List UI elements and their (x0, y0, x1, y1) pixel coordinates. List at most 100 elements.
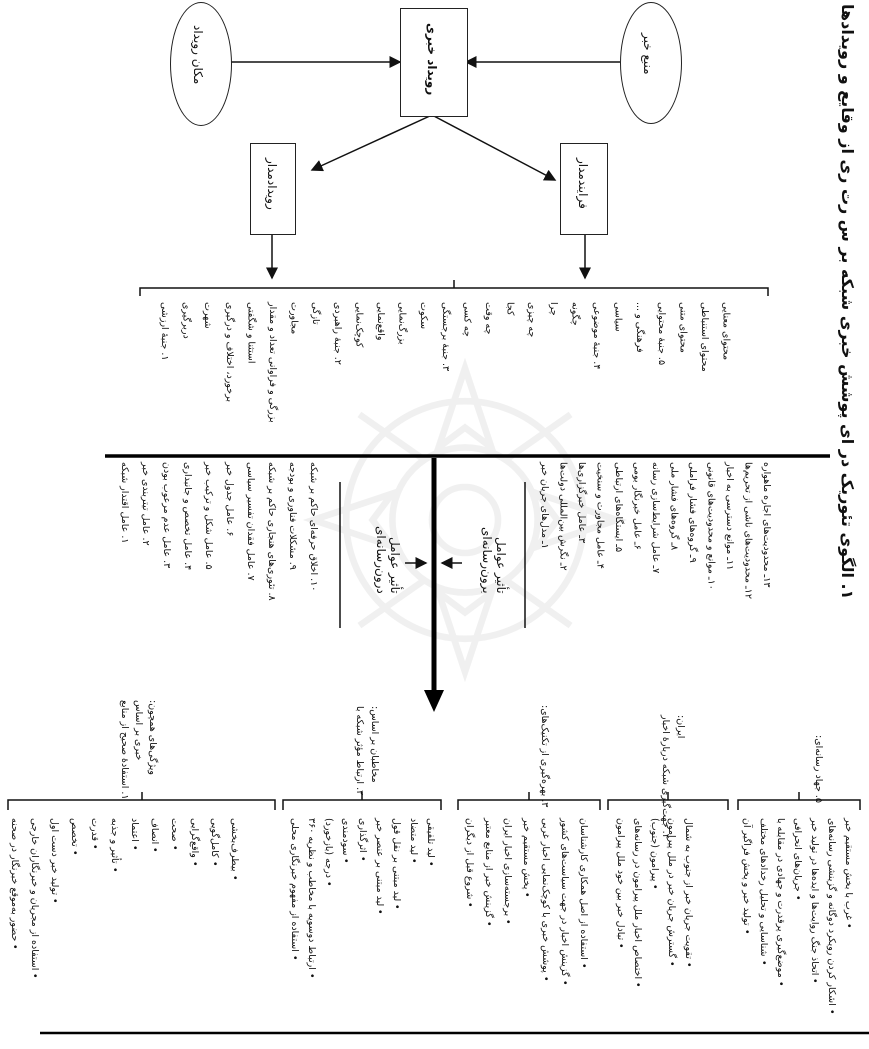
news-event-box: رویداد خبری (400, 8, 468, 117)
process-oriented-box: فرایندمدار (560, 143, 608, 235)
aspect-item: چرا (547, 302, 559, 316)
aspect-item: ۵. جنبهٔ محتوایی (655, 302, 667, 366)
strategy-bullet: تأثیر و جذبه (108, 818, 120, 872)
strategy-bullet: پیرامون (جنوب) (648, 818, 660, 890)
external-factor-item: ۹ـ گروه‌های فشار فراملی (687, 462, 698, 563)
strategy-bullet: تبادل خبر بین خود ملل پیرامون (614, 818, 626, 949)
strategy-bullet: استفاده از مجریان و خبرنگاران خارجی (28, 818, 40, 979)
event-oriented-label: رویدادمدار (265, 158, 279, 210)
internal-factor-item: ۴. عامل تخصص و جانبداری (182, 462, 193, 571)
strategy-bullet: استفاده از مفهوم خبرنگاری محلی (288, 818, 300, 960)
strategy-bullet: شروع قبل از دیگران (463, 818, 475, 908)
strategy-bullet: اختصاص اخبار ملل پیرامون در رسانه‌های (631, 818, 643, 988)
aspect-item: استثنا و شگفتی (245, 302, 257, 364)
strategy-bullet: ارتباط دوسویه با مخاطب و نظریه ۳۶۰ (305, 818, 317, 978)
external-factor-item: ۷ـ عامل شرایط‌سازی رسانه (650, 462, 661, 574)
strategy-bullet: حضور به‌موقع خبرنگار در صحنه (8, 818, 20, 950)
strategy-heading: ایران: (675, 715, 686, 739)
internal-factor-item: ۷. عامل فقدان تفسیر سیاسی (245, 462, 256, 581)
strategy-heading: مخاطبان بر اساس: (369, 706, 380, 783)
external-factors-label: تأثیر عوامل برون‌رسانه‌ای (480, 527, 508, 594)
strategy-bullet: شناسایی و تحلیل رخدادهای مختلف (757, 818, 769, 965)
external-factor-item: ۵ـ ایستگاه‌های ارتباطی (613, 462, 624, 553)
aspect-item: محتوای استنباطی (699, 302, 710, 372)
aspect-item: ۱. جنبهٔ ارزشی (159, 302, 170, 361)
strategy-bullet: بیطرف‌بخشی (228, 818, 240, 880)
aspect-item: واقع‌نمایی (375, 302, 386, 341)
aspect-item: کوچک‌نمایی (353, 302, 365, 348)
aspect-item: سکوت (418, 302, 430, 330)
watermark-emblem (302, 357, 628, 683)
aspect-item: مجاورت (288, 302, 300, 335)
strategy-bullet: برجسته‌سازی اخبار ایران (501, 818, 513, 925)
external-factor-item: ۸ـ گروه‌های فشار ملی (668, 462, 680, 551)
strategy-heading: ۲. ارتباط مؤثر شبکه با (354, 706, 365, 796)
strategy-bullet: اشکار کردن رویکرد دوگانه و گزینشی رسانه‌… (825, 818, 837, 1014)
aspect-item: دربرگیری (180, 302, 192, 339)
external-factor-item: ۶ـ عامل خبرنگار بومی (631, 462, 643, 550)
news-source-label: منبع خبر (641, 33, 655, 75)
strategy-heading: ۵. جهاد رسانه‌ای: (813, 735, 824, 804)
strategy-bullet: لید تلفیقی (424, 818, 436, 867)
strategy-bullet: صحت (168, 818, 180, 850)
aspect-item: چه چیزی (526, 302, 538, 338)
aspect-item: تازگی (310, 302, 322, 325)
aspect-item: سیاسی (612, 302, 624, 332)
internal-factor-item: ۹. مشکلات فناوری و بودجه (287, 462, 298, 570)
internal-factor-item: ۱۰. اخلاق حرفه‌ای حاکم بر شبکه (308, 462, 319, 592)
external-factor-item: ۱۳ـ محدودیت‌های اجاره ماهواره (761, 462, 772, 588)
external-factor-item: ۱۲ـ محدودیت‌های ناشی از تحریم‌ها (742, 462, 754, 599)
strategy-heading: ویژگی‌های همچون: (147, 700, 158, 775)
event-oriented-box: رویدادمدار (250, 143, 296, 235)
aspect-item: ۳. جنبهٔ برجستگی (439, 302, 451, 372)
strategy-bullet: تخصص (68, 818, 80, 855)
strategy-heading: خبری بر اساس (133, 700, 144, 761)
aspect-item: برخورد، اختلاف و درگیری (223, 302, 235, 402)
strategy-bullet: پخش مستقیم خبر (520, 818, 532, 898)
strategy-bullet: جریان‌های انحرافی (791, 818, 803, 900)
aspect-item: ۲. جنبهٔ راهبردی (331, 302, 343, 365)
aspect-item: بزرگی و فراوانی تعداد و مقدار (267, 302, 278, 423)
internal-factor-item: ۲. عامل تیتربندی خبر (140, 462, 151, 546)
strategy-bullet: اتحاذ جنگ روایت‌ها و ایده‌ها در تولید خب… (808, 818, 820, 984)
aspect-item: چه وقت (483, 302, 494, 335)
strategy-bullet: لید مبتنی بر نقل قول (390, 818, 402, 910)
strategy-bullet: گزینش اخبار در جهت سیاست‌های کشور (558, 818, 570, 985)
internal-factors-label: تأثیر عوامل درون‌رسانه‌ای (374, 526, 402, 594)
aspect-item: چه کسی (461, 302, 473, 337)
aspect-item: ۴. جنبهٔ موضوعی (591, 302, 602, 370)
strategy-bullet: قدرت (88, 818, 100, 850)
aspect-item: فرهنگی و ... (634, 302, 646, 353)
strategy-bullet: انصاف (148, 818, 160, 853)
external-factor-item: ۴ـ عامل مجاورت و سنخیت (594, 462, 606, 569)
strategy-bullet: پوشش خبری با کوچک‌نمایی اخبار غربی (539, 818, 551, 981)
strategy-bullet: لید مبتنی بر عنصر خبر (373, 818, 385, 915)
external-factors-list: ۱ـ مدل‌های جریان خبر ۲ـ نگرش بین‌المللی د… (538, 462, 788, 652)
strategy-bullet: واقع‌گرایی (188, 818, 200, 866)
aspect-item: محتوای معنایی (720, 302, 732, 361)
external-factor-item: ۱۰ـ موانع و محدودیت‌های قانونی (705, 462, 717, 590)
aspect-item: محتوای متنی (677, 302, 689, 353)
external-factor-item: ۳ـ عامل خبرگزاری‌ها (576, 462, 587, 544)
external-factor-item: ۲ـ نگرش بین‌المللی دولت‌ها (557, 462, 569, 571)
event-place-ellipse: مکان رویداد (170, 2, 232, 126)
strategy-bullet: تولید خبر و پخش فراگیر آن (740, 818, 752, 934)
news-source-ellipse: منبع خبر (620, 2, 682, 124)
news-event-label: رویداد خبری (425, 23, 439, 96)
internal-factor-item: ۱. عامل اقتدار شبکه (119, 462, 130, 544)
external-factor-item: ۱ـ مدل‌های جریان خبر (539, 462, 550, 549)
strategy-bullet: درجه (بازخورد) (322, 818, 334, 887)
strategy-bullet: تقویت جریان خبر از جنوب به شمال (682, 818, 694, 968)
internal-factor-item: ۳. عامل عدم مرعوب بودن (161, 462, 172, 569)
internal-factors-list: ۱. عامل اقتدار شبکه ۲. عامل تیتربندی خبر ۳… (118, 462, 333, 642)
strategy-bullet: کامل‌گویی (208, 818, 220, 866)
external-factor-item: ۱۱ـ موانع دسترسی به اخبار (724, 462, 735, 571)
event-place-label: مکان رویداد (191, 25, 205, 85)
strategy-bullet: غرب با بخش مستقیم خبر (842, 818, 854, 929)
strategy-heading: ۱. استفادهٔ صحیح از منابع (119, 700, 130, 800)
strategy-bullet: تولید خبر دست اول (48, 818, 60, 904)
